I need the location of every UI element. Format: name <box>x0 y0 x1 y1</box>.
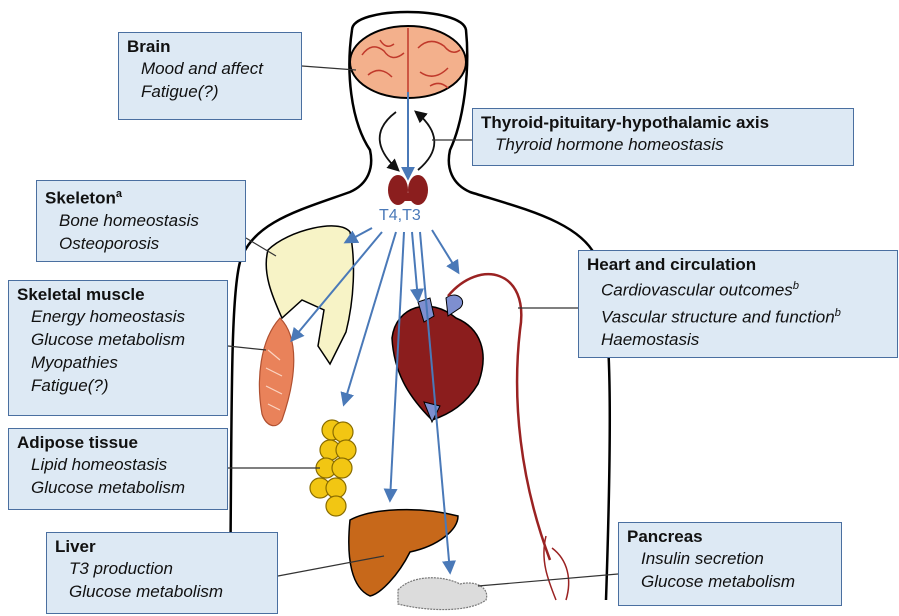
heart-title: Heart and circulation <box>587 254 889 275</box>
heart-item: Cardiovascular outcomesb <box>587 275 889 302</box>
hormone-arrow <box>412 232 418 300</box>
pancreas-box: Pancreas Insulin secretion Glucose metab… <box>618 522 842 606</box>
heart-item: Haemostasis <box>587 328 889 351</box>
heart-box: Heart and circulation Cardiovascular out… <box>578 250 898 358</box>
pancreas-title: Pancreas <box>627 526 833 547</box>
liver-box: Liver T3 production Glucose metabolism <box>46 532 278 614</box>
axis-feedback-arrow <box>380 112 398 170</box>
muscle-item: Glucose metabolism <box>17 328 219 351</box>
hormone-arrow <box>432 230 458 272</box>
pancreas-item: Glucose metabolism <box>627 570 833 593</box>
axis-item: Thyroid hormone homeostasis <box>481 133 845 156</box>
skeleton-footnote: a <box>116 188 122 200</box>
hormone-label: T4,T3 <box>378 207 422 225</box>
brain-item: Mood and affect <box>127 57 293 80</box>
muscle-icon <box>259 318 293 426</box>
artery-icon <box>448 274 550 560</box>
liver-title: Liver <box>55 536 269 557</box>
brain-title: Brain <box>127 36 293 57</box>
artery-branch-icon <box>544 536 569 600</box>
skeleton-item: Osteoporosis <box>45 232 237 255</box>
muscle-item: Fatigue(?) <box>17 374 219 397</box>
skeleton-item: Bone homeostasis <box>45 209 237 232</box>
axis-feedback-arrow <box>416 112 434 170</box>
thyroid-icon <box>388 175 428 205</box>
brain-icon <box>350 26 466 98</box>
muscle-item: Myopathies <box>17 351 219 374</box>
skeleton-title: Skeletona <box>45 184 237 209</box>
liver-item: T3 production <box>55 557 269 580</box>
brain-box: Brain Mood and affect Fatigue(?) <box>118 32 302 120</box>
heart-item: Vascular structure and functionb <box>587 302 889 329</box>
axis-title: Thyroid-pituitary-hypothalamic axis <box>481 112 845 133</box>
pancreas-icon <box>398 578 487 610</box>
muscle-box: Skeletal muscle Energy homeostasis Gluco… <box>8 280 228 416</box>
pancreas-item: Insulin secretion <box>627 547 833 570</box>
axis-box: Thyroid-pituitary-hypothalamic axis Thyr… <box>472 108 854 166</box>
liver-item: Glucose metabolism <box>55 580 269 603</box>
adipose-item: Glucose metabolism <box>17 476 219 499</box>
connector-brain <box>302 66 356 70</box>
muscle-title: Skeletal muscle <box>17 284 219 305</box>
adipose-box: Adipose tissue Lipid homeostasis Glucose… <box>8 428 228 510</box>
adipose-title: Adipose tissue <box>17 432 219 453</box>
adipose-item: Lipid homeostasis <box>17 453 219 476</box>
brain-item: Fatigue(?) <box>127 80 293 103</box>
skeleton-box: Skeletona Bone homeostasis Osteoporosis <box>36 180 246 262</box>
muscle-item: Energy homeostasis <box>17 305 219 328</box>
heart-icon <box>392 295 483 422</box>
